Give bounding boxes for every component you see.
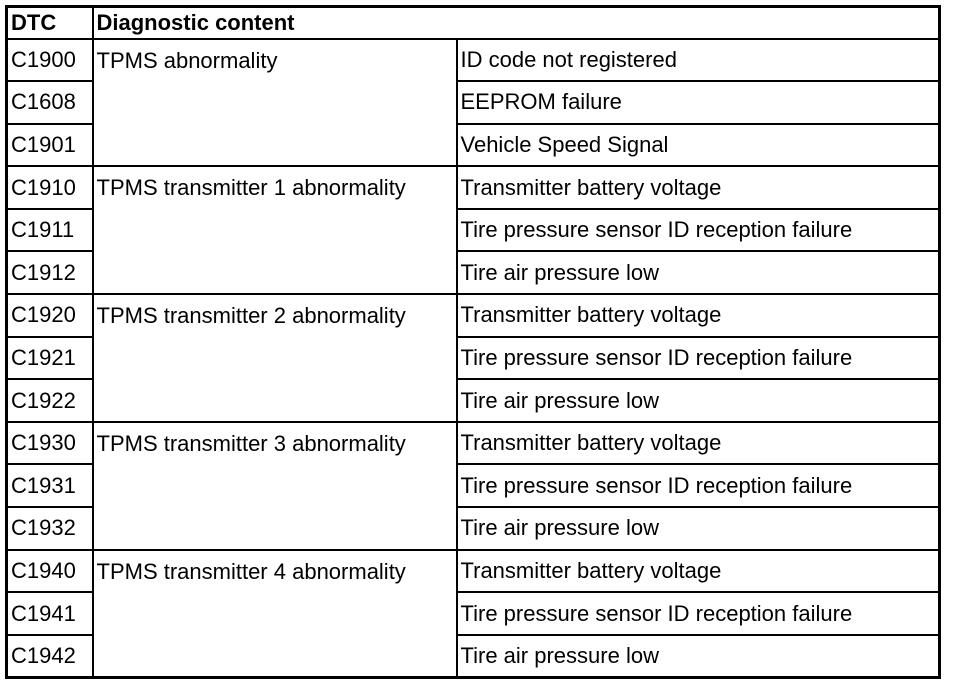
dtc-code-cell: C1921	[5, 335, 94, 381]
diagnostic-detail-cell: Tire air pressure low	[455, 633, 941, 679]
diagnostic-detail-cell: Tire pressure sensor ID reception failur…	[455, 591, 941, 636]
dtc-code-cell: C1930	[5, 420, 94, 466]
dtc-code-cell: C1922	[5, 378, 94, 423]
diagnostic-group-cell: TPMS transmitter 3 abnormality	[91, 420, 458, 551]
dtc-code-cell: C1911	[5, 207, 94, 253]
diagnostic-detail-cell: Tire pressure sensor ID reception failur…	[455, 463, 941, 509]
dtc-code-cell: C1912	[5, 250, 94, 296]
diagnostic-detail-cell: Tire pressure sensor ID reception failur…	[455, 207, 941, 253]
header-row: DTC Diagnostic content	[5, 5, 941, 40]
diagnostic-detail-cell: Transmitter battery voltage	[455, 165, 941, 210]
table-row: C1921 Tire pressure sensor ID reception f…	[5, 335, 941, 381]
diagnostic-detail-cell: Transmitter battery voltage	[455, 548, 941, 594]
diagnostic-content-header: Diagnostic content	[91, 5, 941, 40]
diagnostic-detail-cell: Tire pressure sensor ID reception failur…	[455, 335, 941, 381]
dtc-code-cell: C1931	[5, 463, 94, 509]
dtc-code-cell: C1932	[5, 506, 94, 551]
table-row: C1901 Vehicle Speed Signal	[5, 122, 941, 168]
dtc-code-cell: C1941	[5, 591, 94, 636]
table-row: C1608 EEPROM failure	[5, 80, 941, 125]
dtc-code-cell: C1901	[5, 122, 94, 168]
diagnostic-detail-cell: EEPROM failure	[455, 80, 941, 125]
diagnostic-group-cell: TPMS transmitter 4 abnormality	[91, 548, 458, 679]
diagnostic-detail-cell: Tire air pressure low	[455, 506, 941, 551]
table-row: C1942 Tire air pressure low	[5, 633, 941, 679]
table-row: C1911 Tire pressure sensor ID reception f…	[5, 207, 941, 253]
dtc-code-cell: C1940	[5, 548, 94, 594]
table-row: C1922 Tire air pressure low	[5, 378, 941, 423]
dtc-code-cell: C1942	[5, 633, 94, 679]
table-row: C1912 Tire air pressure low	[5, 250, 941, 296]
diagnostic-detail-cell: ID code not registered	[455, 37, 941, 83]
dtc-code-cell: C1608	[5, 80, 94, 125]
table-row: C1941 Tire pressure sensor ID reception f…	[5, 591, 941, 636]
diagnostic-group-cell: TPMS transmitter 2 abnormality	[91, 293, 458, 423]
dtc-code-cell: C1920	[5, 293, 94, 338]
diagnostic-detail-cell: Vehicle Speed Signal	[455, 122, 941, 168]
diagnostic-group-cell: TPMS transmitter 1 abnormality	[91, 165, 458, 296]
diagnostic-group-cell: TPMS abnormality	[91, 37, 458, 168]
table-row: C1931 Tire pressure sensor ID reception f…	[5, 463, 941, 509]
diagnostic-detail-cell: Tire air pressure low	[455, 378, 941, 423]
dtc-header: DTC	[5, 5, 94, 40]
diagnostic-detail-cell: Transmitter battery voltage	[455, 293, 941, 338]
table-header: DTC Diagnostic content	[5, 5, 941, 40]
table-row: C1932 Tire air pressure low	[5, 506, 941, 551]
diagnostic-detail-cell: Tire air pressure low	[455, 250, 941, 296]
dtc-code-cell: C1910	[5, 165, 94, 210]
diagnostic-detail-cell: Transmitter battery voltage	[455, 420, 941, 466]
dtc-code-cell: C1900	[5, 37, 94, 83]
